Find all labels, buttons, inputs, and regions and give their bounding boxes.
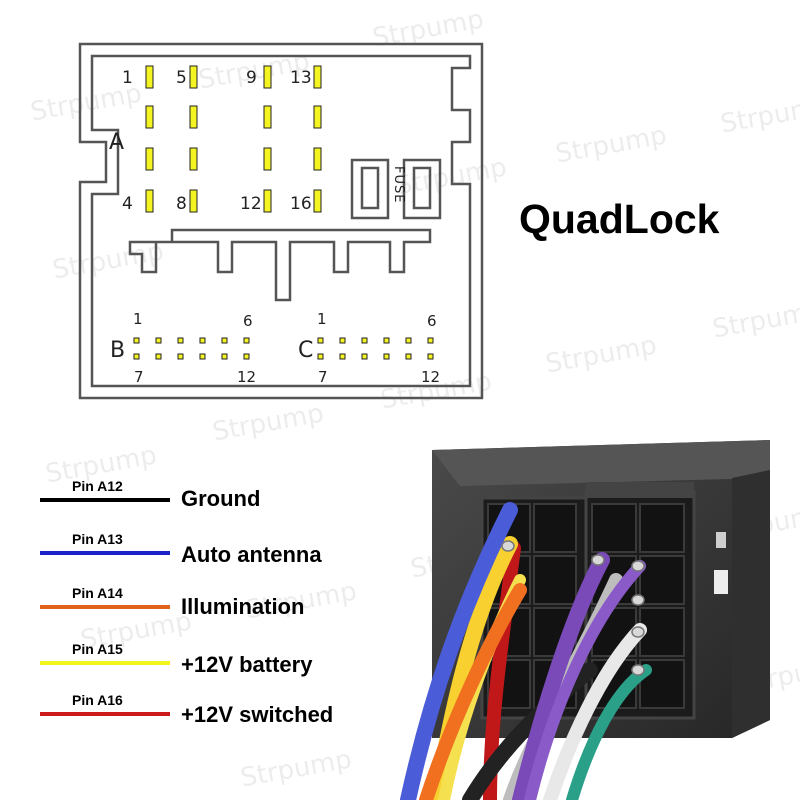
block-a-letter: A bbox=[109, 130, 125, 155]
pin-a-1 bbox=[145, 65, 154, 89]
pin-b-6 bbox=[243, 337, 250, 344]
wire-purple-2 bbox=[524, 560, 646, 800]
legend-pin-label: Pin A14 bbox=[72, 585, 123, 601]
pin-b-10 bbox=[199, 353, 206, 360]
pin-b-11 bbox=[221, 353, 228, 360]
pin-number-4: 4 bbox=[122, 194, 133, 214]
pin-number-5: 5 bbox=[176, 68, 187, 88]
pin-a-12 bbox=[263, 189, 272, 213]
pin-number-8: 8 bbox=[176, 194, 187, 214]
legend-color-line bbox=[40, 661, 170, 665]
pin-c-3 bbox=[361, 337, 368, 344]
pin-b-8 bbox=[155, 353, 162, 360]
legend-pin-label: Pin A15 bbox=[72, 641, 123, 657]
legend-pin-label: Pin A12 bbox=[72, 478, 123, 494]
pin-c-10 bbox=[383, 353, 390, 360]
latch-tab bbox=[716, 532, 726, 548]
pin-b-1 bbox=[133, 337, 140, 344]
pin-a-9 bbox=[263, 65, 272, 89]
legend-color-line bbox=[40, 712, 170, 716]
pin-b-5 bbox=[221, 337, 228, 344]
pin-grid-c bbox=[317, 337, 434, 360]
block-b-top-right-number: 6 bbox=[243, 312, 253, 330]
legend-color-line bbox=[40, 498, 170, 502]
legend-description: Illumination bbox=[181, 594, 305, 619]
legend-color-line bbox=[40, 605, 170, 609]
cavity-1-8 bbox=[639, 659, 685, 709]
block-b-letter: B bbox=[110, 338, 126, 363]
pin-b-2 bbox=[155, 337, 162, 344]
pin-c-12 bbox=[427, 353, 434, 360]
pin-a-3 bbox=[145, 147, 154, 171]
pin-a-10 bbox=[263, 105, 272, 129]
pin-b-4 bbox=[199, 337, 206, 344]
pin-number-16: 16 bbox=[290, 194, 312, 214]
pin-number-12: 12 bbox=[240, 194, 262, 214]
legend-pin-label: Pin A16 bbox=[72, 692, 123, 708]
pin-a-2 bbox=[145, 105, 154, 129]
pin-c-9 bbox=[361, 353, 368, 360]
cavity-0-2 bbox=[533, 503, 577, 553]
pin-grid-a bbox=[145, 65, 322, 213]
cavity-1-1 bbox=[591, 503, 637, 553]
terminal-pins bbox=[501, 540, 645, 676]
block-c-top-right-number: 6 bbox=[427, 312, 437, 330]
pin-a-13 bbox=[313, 65, 322, 89]
connector-photo bbox=[400, 440, 770, 800]
wire-orange bbox=[419, 583, 527, 800]
pin-a-15 bbox=[313, 147, 322, 171]
block-c-bottom-right-number: 12 bbox=[421, 368, 441, 386]
block-b-bottom-left-number: 7 bbox=[134, 368, 144, 386]
connector-outline bbox=[78, 42, 484, 400]
wire-white bbox=[543, 623, 647, 800]
cavity-0-4 bbox=[533, 555, 577, 605]
pin-number-9: 9 bbox=[246, 68, 257, 88]
block-b-top-left-number: 1 bbox=[133, 310, 143, 328]
pin-c-1 bbox=[317, 337, 324, 344]
wire-teal bbox=[566, 664, 652, 800]
pin-a-5 bbox=[189, 65, 198, 89]
watermark: Strpump bbox=[238, 744, 354, 794]
block-c-top-left-number: 1 bbox=[317, 310, 327, 328]
legend-description: Ground bbox=[181, 486, 261, 511]
pin-c-5 bbox=[405, 337, 412, 344]
pin-b-3 bbox=[177, 337, 184, 344]
wire-bundle bbox=[400, 502, 652, 800]
pin-a-8 bbox=[189, 189, 198, 213]
pin-b-9 bbox=[177, 353, 184, 360]
block-b-bottom-right-number: 12 bbox=[237, 368, 257, 386]
pin-c-8 bbox=[339, 353, 346, 360]
pin-a-4 bbox=[145, 189, 154, 213]
cavity-1-2 bbox=[639, 503, 685, 553]
pin-c-2 bbox=[339, 337, 346, 344]
pin-b-7 bbox=[133, 353, 140, 360]
pin-a-16 bbox=[313, 189, 322, 213]
pin-number-13: 13 bbox=[290, 68, 312, 88]
block-c-bottom-left-number: 7 bbox=[318, 368, 328, 386]
legend-description: +12V battery bbox=[181, 652, 313, 677]
pin-b-12 bbox=[243, 353, 250, 360]
pin-c-4 bbox=[383, 337, 390, 344]
pin-number-1: 1 bbox=[122, 68, 133, 88]
cavity-1-4 bbox=[639, 555, 685, 605]
pin-c-7 bbox=[317, 353, 324, 360]
product-title: QuadLock bbox=[519, 196, 720, 242]
pin-grid-b bbox=[133, 337, 250, 360]
pin-a-14 bbox=[313, 105, 322, 129]
legend-description: Auto antenna bbox=[181, 542, 322, 567]
pin-a-11 bbox=[263, 147, 272, 171]
legend-color-line bbox=[40, 551, 170, 555]
fuse-label: FUSE bbox=[391, 166, 406, 204]
wire-purple bbox=[512, 552, 610, 800]
pin-a-7 bbox=[189, 147, 198, 171]
legend-description: +12V switched bbox=[181, 702, 334, 727]
pin-a-6 bbox=[189, 105, 198, 129]
block-c-letter: C bbox=[298, 338, 314, 363]
pin-c-11 bbox=[405, 353, 412, 360]
quadlock-connector-diagram bbox=[78, 42, 484, 400]
pin-c-6 bbox=[427, 337, 434, 344]
wire-blue bbox=[400, 502, 518, 800]
legend-pin-label: Pin A13 bbox=[72, 531, 123, 547]
latch-tab bbox=[714, 570, 728, 594]
